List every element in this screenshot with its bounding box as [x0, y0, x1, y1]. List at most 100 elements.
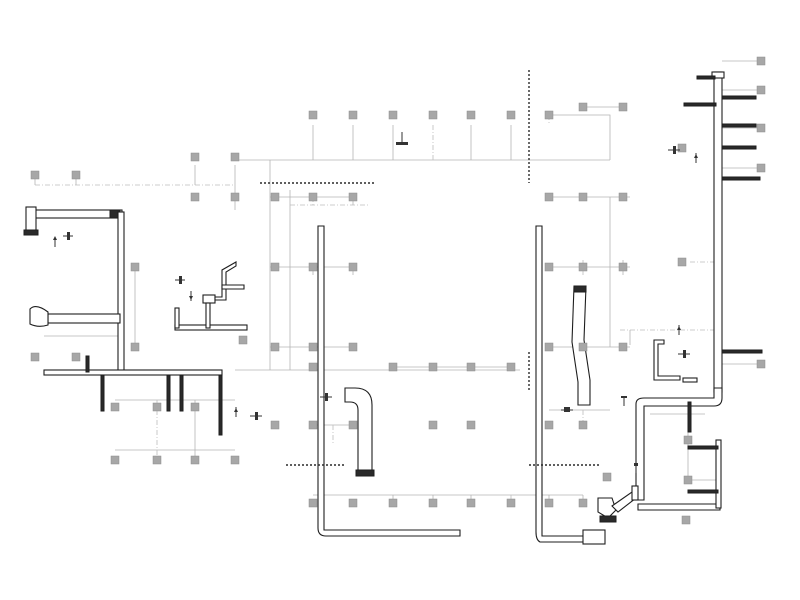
duct-left-bottom [43, 369, 223, 376]
right-branch-2 [721, 95, 757, 100]
supply-diffuser [152, 402, 162, 412]
damper-symbol [396, 132, 408, 145]
supply-diffuser [756, 359, 766, 369]
supply-diffuser [683, 435, 693, 445]
supply-diffuser [578, 262, 588, 272]
supply-diffuser [30, 352, 40, 362]
supply-diffuser [544, 420, 554, 430]
supply-diffuser [238, 335, 248, 345]
supply-diffuser [388, 498, 398, 508]
supply-diffuser [30, 170, 40, 180]
flex-duct-right-top [573, 285, 587, 293]
duct-center-left-box [202, 294, 216, 304]
supply-diffusers [30, 56, 766, 525]
supply-diffuser [71, 170, 81, 180]
drop-2 [166, 374, 171, 412]
duct-center-left-stub [174, 307, 180, 329]
supply-diffuser [506, 362, 516, 372]
duct-center-left-branch [221, 284, 245, 290]
duct-right-lower-vertical [715, 439, 722, 509]
damper-symbol [250, 412, 262, 420]
right-lower-branch-1 [687, 445, 719, 450]
drop-5 [85, 355, 90, 373]
supply-diffuser [756, 85, 766, 95]
branch-duct-lines [34, 60, 761, 503]
supply-diffuser [578, 342, 588, 352]
duct-left-riser [25, 206, 37, 234]
right-lower-branch-2 [687, 489, 719, 494]
damper-symbol [621, 396, 627, 406]
duct-center-left-vertical [205, 302, 211, 329]
duct-center-left-elbow [214, 261, 237, 301]
supply-diffuser [618, 102, 628, 112]
supply-diffuser [618, 342, 628, 352]
supply-diffuser [506, 498, 516, 508]
supply-diffuser [348, 342, 358, 352]
supply-diffuser [544, 110, 554, 120]
duct-right-trunk-top [711, 71, 725, 79]
drop-4 [218, 374, 223, 436]
right-branch-5 [721, 176, 761, 181]
fitting-base [599, 515, 617, 523]
supply-diffuser [152, 455, 162, 465]
fitting-assembly [597, 497, 617, 519]
supply-diffuser [308, 192, 318, 202]
supply-diffuser [308, 110, 318, 120]
supply-diffuser [466, 498, 476, 508]
supply-diffuser [270, 420, 280, 430]
supply-diffuser [348, 420, 358, 430]
damper-symbol [63, 232, 73, 240]
damper-symbol [668, 146, 680, 154]
supply-diffuser [230, 455, 240, 465]
supply-diffuser [756, 123, 766, 133]
damper-symbol [53, 236, 57, 247]
right-branch-7 [721, 349, 763, 354]
right-branch-6 [696, 75, 716, 80]
supply-diffuser [544, 192, 554, 202]
damper-symbol [634, 463, 638, 473]
fan-coil-bracket [653, 339, 681, 381]
supply-diffuser [756, 56, 766, 66]
supply-diffuser [348, 498, 358, 508]
flex-duct-center-end [355, 469, 375, 477]
duct-left-trunk [117, 211, 125, 375]
damper-symbol [189, 291, 193, 301]
damper-symbol [694, 153, 698, 163]
section-cut-lines [260, 70, 600, 466]
supply-diffuser [190, 192, 200, 202]
duct-right-loop [635, 387, 723, 501]
supply-diffuser [466, 420, 476, 430]
supply-diffuser [683, 475, 693, 485]
drop-1 [100, 374, 105, 412]
supply-diffuser [348, 192, 358, 202]
flex-duct-center [344, 387, 373, 477]
supply-diffuser [578, 102, 588, 112]
supply-diffuser [428, 498, 438, 508]
supply-diffuser [428, 110, 438, 120]
duct-right-bottom [637, 503, 721, 511]
supply-diffuser [230, 192, 240, 202]
supply-diffuser [348, 110, 358, 120]
supply-diffuser [388, 362, 398, 372]
supply-diffuser [110, 455, 120, 465]
supply-diffuser [270, 262, 280, 272]
duct-center-left-low [174, 324, 248, 331]
supply-diffuser [308, 362, 318, 372]
damper-symbol [561, 407, 573, 412]
duct-bottom-right-box [582, 529, 606, 545]
damper-symbol [677, 325, 681, 335]
right-branch-4 [721, 145, 757, 150]
fitting-riser [631, 485, 639, 501]
damper-symbol [678, 350, 690, 358]
supply-diffuser [578, 420, 588, 430]
supply-diffuser [506, 110, 516, 120]
supply-diffuser [602, 472, 612, 482]
supply-diffuser [388, 110, 398, 120]
supply-diffuser [544, 342, 554, 352]
supply-diffuser [130, 262, 140, 272]
damper-symbol [320, 393, 332, 401]
supply-diffuser [308, 498, 318, 508]
main-ducts [23, 71, 763, 545]
supply-diffuser [677, 143, 687, 153]
supply-diffuser [618, 192, 628, 202]
